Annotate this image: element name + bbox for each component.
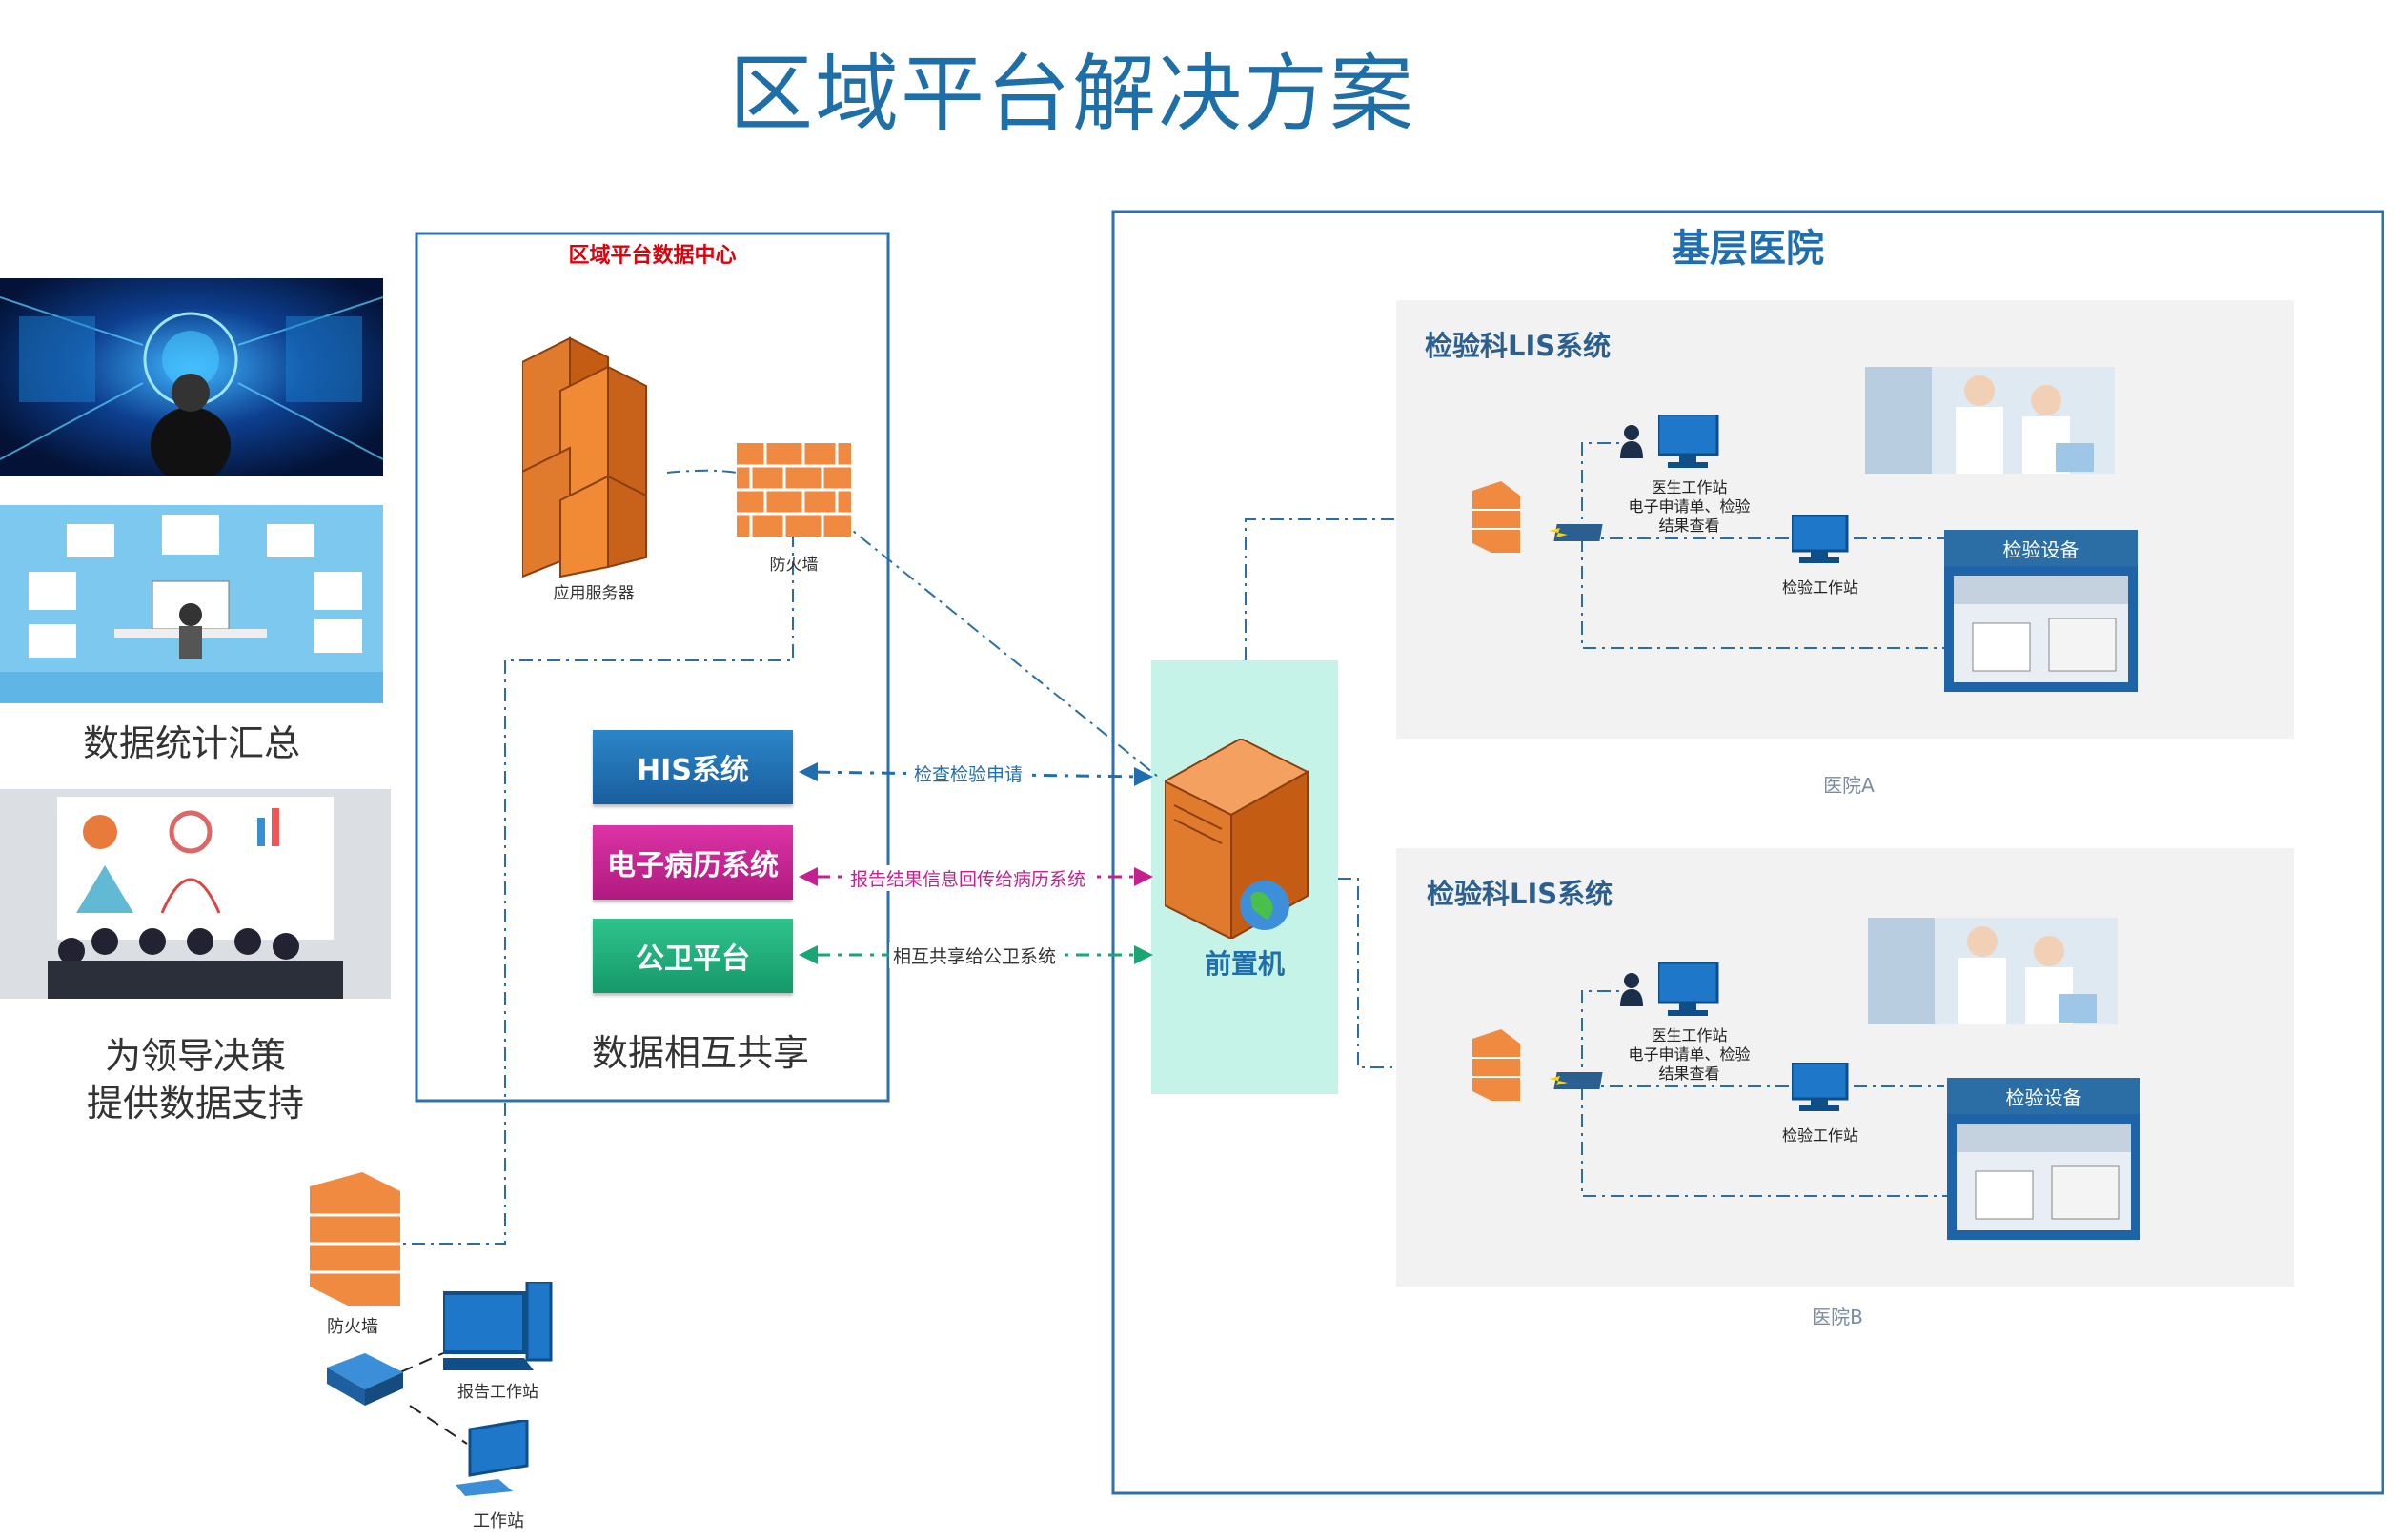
front-hospitalB-link [1338,878,1396,1068]
hospital-a-firewall-icon [1472,481,1520,553]
emr-link-label: 报告结果信息回传给病历系统 [846,865,1090,891]
hospital-b-equipment-label: 检验设备 [1947,1078,2140,1114]
hospital-b-doctor-ws-icon [1658,962,1719,1016]
hospital-a-doctor-ws-label: 医生工作站 电子申请单、检验 结果查看 [1611,478,1768,536]
app-server-icon [522,336,647,578]
ai-technology-image [0,278,383,476]
hospital-b-doctor-line2: 电子申请单、检验 [1628,1045,1751,1064]
app-server-label: 应用服务器 [553,584,635,603]
decision-meeting-image [0,789,391,999]
hospital-b-lab-staff-photo [1868,918,2118,1024]
hospital-b-lab-ws-label: 检验工作站 [1781,1126,1858,1145]
hospital-a-doctor-icon [1620,425,1643,458]
data-statistics-image [0,505,383,703]
workstation-icon [456,1420,529,1496]
hospital-a-lab-staff-photo [1865,367,2115,474]
his-system-button[interactable]: HIS系统 [593,730,793,804]
report-ws-label: 报告工作站 [457,1383,538,1402]
hospital-b-doctor-line1: 医生工作站 [1651,1026,1728,1044]
hospital-a-equipment-photo [1944,566,2138,692]
hospital-b-equipment-photo [1947,1114,2140,1240]
hospital-b-doctor-ws-label: 医生工作站 电子申请单、检验 结果查看 [1611,1026,1768,1084]
decision-caption-line1: 为领导决策 [104,1035,286,1077]
remote-firewall-icon [310,1172,400,1306]
hospital-a-doctor-line1: 医生工作站 [1651,478,1728,496]
firewall-icon [737,443,851,537]
front-machine-label: 前置机 [1204,948,1285,980]
hospital-b-doctor-line3: 结果查看 [1658,1064,1720,1083]
hospital-b-lab-ws-icon [1792,1063,1849,1111]
firewall-label: 防火墙 [769,556,819,575]
hospital-a-doctor-ws-icon [1658,415,1719,468]
hospital-a-equipment-label: 检验设备 [1944,530,2138,566]
firewall-front-link [838,518,1159,778]
hospital-a-switch-icon [1549,524,1603,541]
datacenter-title: 区域平台数据中心 [568,244,737,268]
hospital-b-name: 医院B [1812,1306,1863,1328]
public-health-platform-button[interactable]: 公卫平台 [593,919,793,993]
public-health-link-label: 相互共享给公卫系统 [889,942,1061,968]
remote-firewall-label: 防火墙 [327,1317,378,1337]
hospital-a-name: 医院A [1823,774,1875,797]
hospital-a-lab-ws-label: 检验工作站 [1781,578,1858,597]
decision-caption-line2: 提供数据支持 [86,1083,304,1125]
primary-hospital-title: 基层医院 [1672,227,1824,271]
hospital-a-lab-ws-icon [1792,515,1849,563]
data-statistics-caption: 数据统计汇总 [82,722,300,764]
primary-hospital-frame [1111,210,2384,1495]
hospital-b-doctor-icon [1620,973,1643,1006]
front-machine-server-icon [1165,739,1310,939]
firewall-remote-link [400,534,794,1245]
emr-system-button[interactable]: 电子病历系统 [593,825,793,900]
datacenter-frame [415,232,890,1103]
report-ws-icon [443,1282,553,1370]
data-share-caption: 数据相互共享 [591,1032,809,1074]
hospital-b-firewall-icon [1472,1029,1520,1101]
hospital-b-lis-title: 检验科LIS系统 [1427,878,1613,910]
hospital-a-doctor-line2: 电子申请单、检验 [1628,497,1751,516]
hospital-b-switch-icon [1549,1072,1603,1089]
hospital-a-lis-title: 检验科LIS系统 [1425,330,1612,362]
page-title: 区域平台解决方案 [728,45,1415,143]
front-hospitalA-link [1245,518,1396,660]
remote-router-icon [327,1353,403,1406]
hospital-a-doctor-line3: 结果查看 [1658,517,1720,535]
workstation-label: 工作站 [473,1511,524,1531]
his-link-label: 检查检验申请 [910,760,1027,786]
